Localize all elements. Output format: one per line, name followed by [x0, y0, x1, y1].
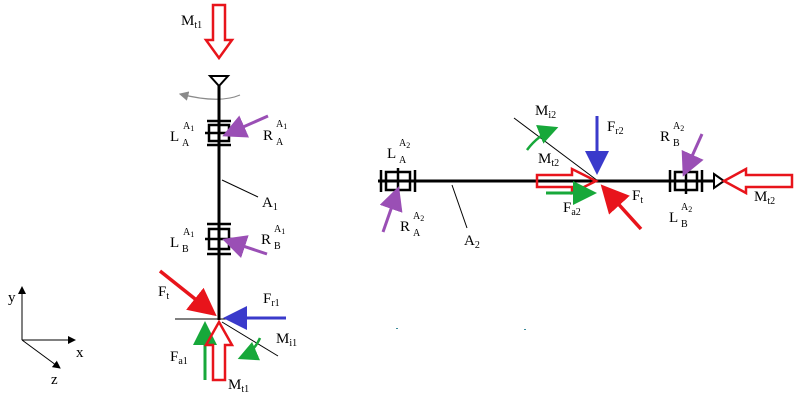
fa1-label: Fa1: [170, 349, 188, 367]
ra2-sub: A: [413, 228, 421, 239]
mt1-bottom-arrow: [203, 319, 235, 382]
a1-leader: [221, 179, 259, 198]
mt2-mid-label: Mt2: [538, 151, 559, 169]
la2-sub: A: [399, 155, 407, 166]
rb1-sup: A1: [274, 224, 285, 236]
mt1-top-label: Mt1: [181, 13, 202, 31]
output-triangle: [713, 172, 726, 190]
a2-label: A2: [464, 233, 480, 251]
mi2-label: Mi2: [535, 103, 556, 121]
lb1-sup: A1: [183, 227, 194, 239]
mi2-line: [513, 117, 599, 182]
input-triangle: [207, 75, 231, 88]
rb1-arrow: [222, 235, 268, 259]
ft-right-arrow: [600, 184, 643, 231]
fr1-label: Fr1: [263, 291, 280, 309]
rb1-sub: B: [274, 241, 281, 252]
ra1-sup: A1: [276, 119, 287, 131]
lb1-sub: B: [182, 244, 189, 255]
axis-z-label: z: [51, 372, 58, 388]
rotation-arc: [178, 91, 241, 101]
mi1-line: [221, 321, 279, 357]
lb2-sub: B: [681, 219, 688, 230]
axis-triad: [18, 286, 76, 369]
fr2-label: Fr2: [607, 119, 624, 137]
rb2-sub: B: [673, 138, 680, 149]
la2-sup: A2: [399, 138, 410, 150]
ra2-sup: A2: [413, 211, 424, 223]
shaft-a2: [378, 116, 794, 233]
speck-2: [524, 329, 526, 330]
la1-sub: A: [182, 138, 190, 149]
a2-leader: [451, 184, 468, 229]
mt2-right-label: Mt2: [754, 189, 775, 207]
la2-label: L: [387, 146, 396, 162]
axis-y-label: y: [8, 290, 16, 306]
lb2-label: L: [669, 210, 678, 226]
lb1-label: L: [170, 235, 179, 251]
mi1-arc: [237, 337, 262, 361]
mt1-top-arrow: [203, 3, 235, 61]
ft-right-label: Ft: [632, 188, 643, 206]
la1-label: L: [170, 129, 179, 145]
mi2-arc: [525, 125, 559, 151]
ra2-label: R: [400, 219, 410, 235]
mi1-label: Mi1: [276, 331, 297, 349]
ft-left-arrow: [158, 269, 217, 317]
axis-x-label: x: [76, 345, 84, 361]
la1-sup: A1: [183, 121, 194, 133]
fa2-label: Fa2: [563, 200, 581, 218]
mt1-bottom-label: Mt1: [228, 377, 249, 395]
ra1-arrow: [222, 114, 269, 138]
rb2-arrow: [681, 133, 704, 177]
ra2-arrow: [379, 186, 403, 233]
ft-left-label: Ft: [158, 284, 169, 302]
bearing-b-a1: [205, 222, 233, 256]
speck-1: [396, 328, 398, 329]
shaft-a1: [158, 3, 286, 382]
rb2-sup: A2: [673, 121, 684, 133]
rb2-label: R: [660, 129, 670, 145]
mt2-right-arrow: [721, 166, 794, 196]
ra1-label: R: [263, 128, 273, 144]
ra1-sub: A: [276, 137, 284, 148]
a1-label: A1: [262, 195, 278, 213]
lb2-sup: A2: [681, 202, 692, 214]
rb1-label: R: [261, 232, 271, 248]
